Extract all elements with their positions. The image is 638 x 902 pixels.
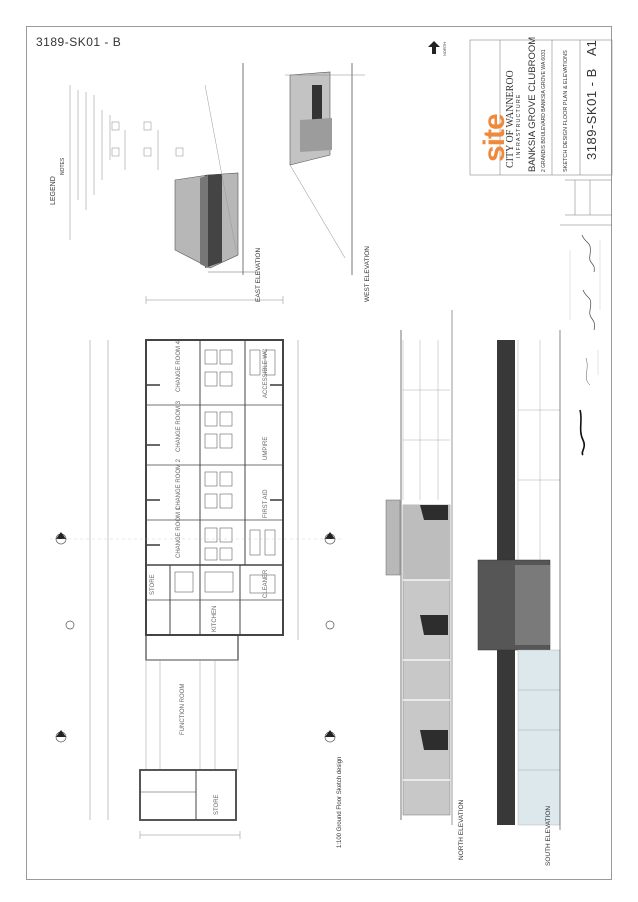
project-name: BANKSIA GROVE CLUBROOM	[527, 36, 538, 172]
room-label: KITCHEN	[212, 605, 218, 632]
north-elevation-label: NORTH ELEVATION	[458, 799, 465, 860]
room-label: STORE	[214, 794, 220, 815]
sheet-title: SKETCH DESIGN FLOOR PLAN & ELEVATIONS	[563, 50, 569, 172]
north-label: NORTH	[442, 41, 447, 56]
title-block-frame	[469, 39, 613, 176]
floor-plan-label: 1:100 Ground Floor Sketch design	[337, 756, 343, 848]
room-label: FIRST AID	[263, 489, 269, 518]
south-elevation-label: SOUTH ELEVATION	[545, 805, 552, 866]
south-elevation-drawing	[477, 330, 561, 830]
revision-signature-area	[560, 179, 612, 456]
room-label: STORE	[150, 574, 156, 595]
room-label: ACCESSIBLE WC	[263, 348, 269, 398]
floor-plan	[50, 296, 344, 839]
west-elevation-drawing	[285, 63, 365, 275]
room-label: CHANGE ROOM 3	[176, 400, 182, 452]
room-label: FUNCTION ROOM	[180, 683, 186, 735]
room-label: CHANGE ROOM 2	[176, 458, 182, 510]
room-label: UMPIRE	[263, 436, 269, 460]
north-arrow	[428, 41, 440, 54]
drawing-reference-top: 3189-SK01 - B	[36, 35, 122, 49]
client-subtitle: INFRASTRUCTURE	[516, 93, 522, 158]
room-label: CHANGE ROOM 1	[176, 506, 182, 558]
north-elevation-drawing	[385, 310, 453, 825]
east-elevation-drawing	[174, 63, 260, 275]
east-elevation-label: EAST ELEVATION	[255, 247, 262, 302]
legend-notes-block	[69, 85, 184, 240]
room-label: CHANGE ROOM 4	[176, 340, 182, 392]
client-name: CITY OF WANNEROO	[505, 70, 516, 168]
project-address: 2 GRANDIS BOULEVARD BANKSIA GROVE WA 603…	[541, 49, 547, 172]
legend-heading: LEGEND	[50, 176, 57, 205]
sheet-number: 3189-SK01 - B	[584, 68, 599, 160]
room-label: CLEANER	[263, 569, 269, 598]
west-elevation-label: WEST ELEVATION	[364, 246, 371, 302]
notes-heading: NOTES	[60, 157, 66, 175]
sheet-size: A1	[584, 40, 599, 56]
